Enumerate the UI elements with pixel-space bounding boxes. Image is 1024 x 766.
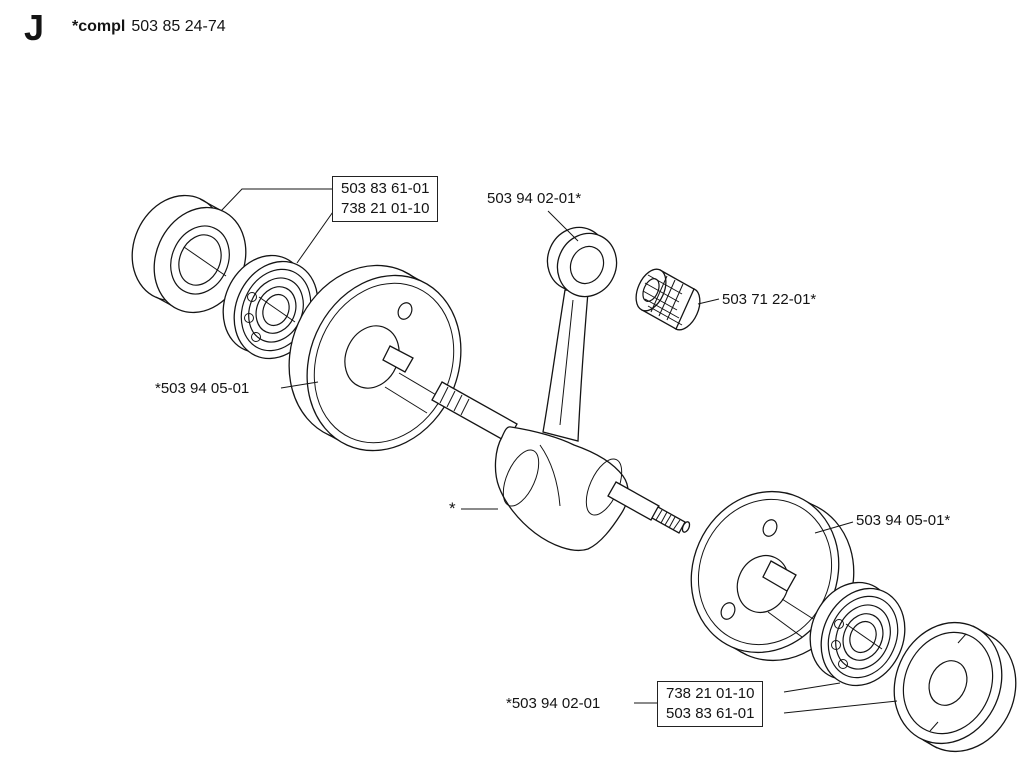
connecting-rod-drawing (542, 226, 618, 442)
callout-crankshaft-marker: * (449, 499, 456, 518)
callout-box-bearing-seal-bottom: 738 21 01-10 503 83 61-01 (657, 681, 764, 727)
seal-ring-right-drawing (893, 621, 1017, 753)
callout-crank-half-right: 503 94 05-01* (856, 512, 951, 529)
callout-part-number: 503 83 61-01 (666, 705, 755, 722)
assembly-reference-number: 503 85 24-74 (131, 18, 226, 35)
crank-half-left-drawing (288, 264, 462, 452)
crankshaft-center-drawing (494, 426, 629, 551)
callout-connecting-rod-top: 503 94 02-01* (487, 190, 582, 207)
assembly-reference-prefix: *compl (72, 18, 126, 35)
callout-connecting-rod-bottom: *503 94 02-01 (506, 695, 601, 712)
callout-crank-half-left: *503 94 05-01 (155, 380, 250, 397)
assembly-reference: *compl 503 85 24-74 (72, 17, 226, 37)
callout-needle-bearing: 503 71 22-01* (722, 291, 817, 308)
section-letter: J (24, 7, 45, 48)
callout-part-number: 503 83 61-01 (341, 180, 430, 197)
ball-bearing-right-drawing (809, 581, 906, 687)
needle-bearing-drawing (635, 268, 701, 331)
crankshaft-right-stub-drawing (607, 481, 691, 534)
callout-part-number: 738 21 01-10 (666, 685, 755, 702)
callout-part-number: 738 21 01-10 (341, 200, 430, 217)
leader-lines (220, 188, 898, 714)
callout-box-seal-bearing-top: 503 83 61-01 738 21 01-10 (332, 176, 439, 222)
